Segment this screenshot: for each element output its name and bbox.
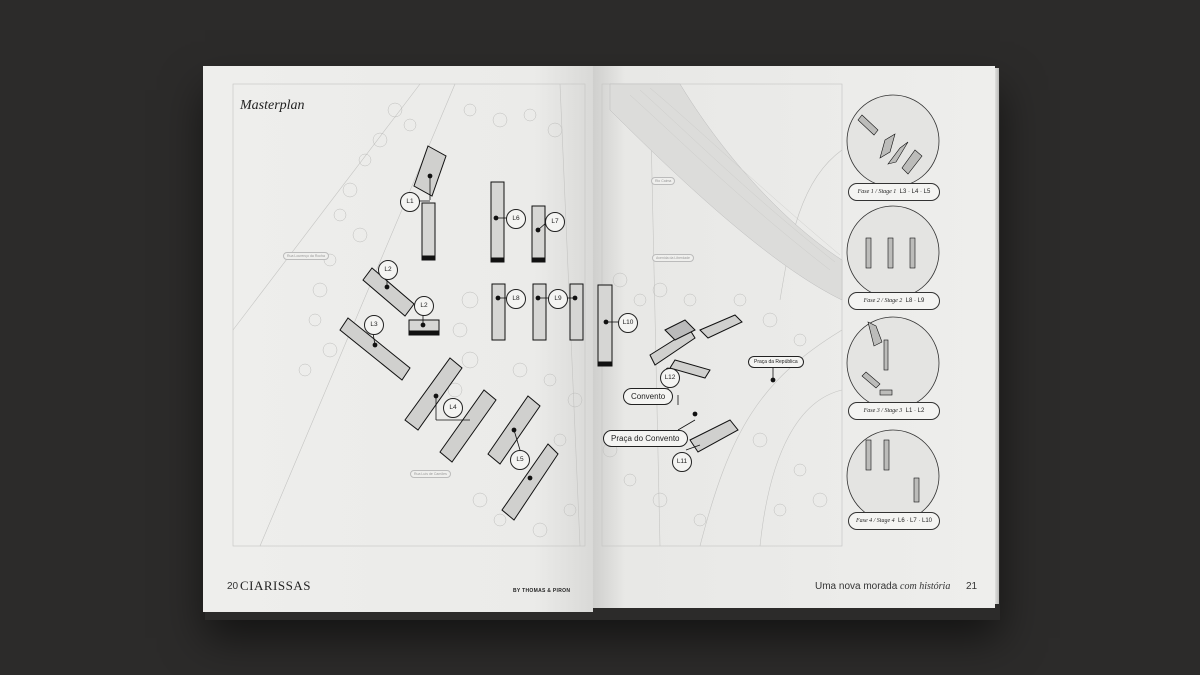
stage-2-lots: L8 · L9	[905, 298, 925, 304]
page-edge	[995, 68, 999, 604]
left-page	[203, 66, 593, 612]
page-title: Masterplan	[240, 98, 305, 113]
place-label-praca-republica: Praça da República	[748, 356, 804, 368]
by-line-logo: BY THOMAS & PIRON	[513, 588, 571, 594]
lot-label-l2: L2	[378, 260, 398, 280]
lot-label-l9: L9	[548, 289, 568, 309]
street-label: Rua Luís de Camões	[410, 470, 451, 478]
trees	[298, 102, 828, 538]
lot-label-l7: L7	[545, 212, 565, 232]
lot-label-l11: L11	[672, 452, 692, 472]
stage-1-title: Fase 1 / Stage 1	[857, 189, 897, 195]
stage-4-label: Fase 4 / Stage 4 L6 · L7 · L10	[848, 512, 940, 530]
brand-logo: CIARISSAS	[240, 578, 311, 593]
street-label: Rua Lourenço da Rocha	[283, 252, 329, 260]
stage-2-title: Fase 2 / Stage 2	[863, 298, 903, 304]
leader-lines	[372, 173, 776, 481]
lot-label-l10: L10	[618, 313, 638, 333]
right-page-number: 21	[966, 581, 978, 592]
stage-4-title: Fase 4 / Stage 4	[855, 518, 895, 524]
stage-4-lots: L6 · L7 · L10	[897, 518, 933, 524]
place-label-praca-convento: Praça do Convento	[603, 430, 688, 447]
stage-buildings	[857, 114, 923, 503]
stage-3-label: Fase 3 / Stage 3 L1 · L2	[848, 402, 940, 420]
street-label: Avenida da Liberdade	[652, 254, 694, 262]
lot-label-l5: L5	[510, 450, 530, 470]
stage-2-label: Fase 2 / Stage 2 L8 · L9	[848, 292, 940, 310]
lot-label-l6: L6	[506, 209, 526, 229]
lot-label-l2-b: L2	[414, 296, 434, 316]
river	[609, 83, 843, 301]
stage-1-lots: L3 · L4 · L5	[899, 189, 931, 195]
lot-label-l12: L12	[660, 368, 680, 388]
lot-label-l8: L8	[506, 289, 526, 309]
lot-label-l1: L1	[400, 192, 420, 212]
stage-3-title: Fase 3 / Stage 3	[863, 408, 903, 414]
buildings-left	[339, 145, 613, 521]
tagline: Uma nova morada com história	[815, 581, 950, 592]
stage-3-lots: L1 · L2	[905, 408, 925, 414]
tagline-italic: com história	[900, 581, 951, 592]
stage-1-label: Fase 1 / Stage 1 L3 · L4 · L5	[848, 183, 940, 201]
lot-label-l3: L3	[364, 315, 384, 335]
place-label-convento: Convento	[623, 388, 674, 405]
left-page-number: 20	[227, 581, 239, 592]
river-label: Rio Caima	[651, 177, 676, 185]
lot-label-l4: L4	[443, 398, 463, 418]
tagline-plain: Uma nova morada	[815, 581, 898, 592]
buildings-right	[649, 314, 743, 453]
